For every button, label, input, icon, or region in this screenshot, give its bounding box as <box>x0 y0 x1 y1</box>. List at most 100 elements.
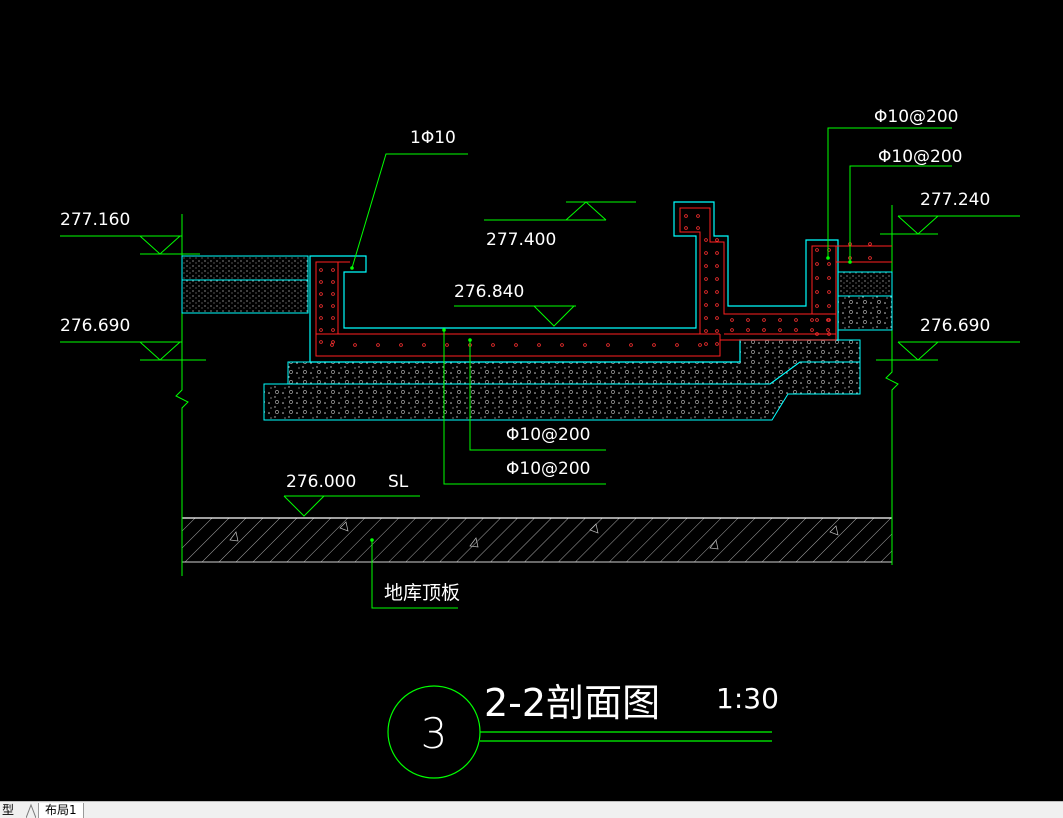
rebar-dot <box>704 303 708 307</box>
rebar-dot <box>560 343 564 347</box>
rebar-dot <box>652 343 656 347</box>
rebar-dot <box>815 262 819 266</box>
rebar-dot <box>827 276 831 280</box>
rebar-callout-top-left: 1Φ10 <box>410 128 456 148</box>
rebar-dot <box>319 268 323 272</box>
rebar-dot <box>715 238 719 242</box>
rebar-dot <box>868 256 872 260</box>
rebar-dot <box>376 343 380 347</box>
rebar-dot <box>684 214 688 218</box>
rebar-dot <box>704 277 708 281</box>
rebar-dot <box>826 328 830 332</box>
rebar-dot <box>815 332 819 336</box>
elevation-center-top: 277.400 <box>486 230 556 250</box>
elevation-base: 276.000 <box>286 472 356 492</box>
leader-dots <box>350 256 852 542</box>
rebar-dot <box>399 343 403 347</box>
rebar-dot <box>319 292 323 296</box>
left-paving <box>181 255 309 314</box>
elevation-markers <box>60 201 1020 517</box>
rebar-dot <box>537 343 541 347</box>
rebar-dot <box>778 328 782 332</box>
rebar-dot <box>704 251 708 255</box>
rebar-dot <box>331 292 335 296</box>
rebar-dot <box>704 264 708 268</box>
rebar-dot <box>715 264 719 268</box>
rebar-dot <box>606 343 610 347</box>
rebar-dots <box>319 214 872 347</box>
rebar-dot <box>704 238 708 242</box>
basement-roof-slab <box>181 517 893 563</box>
rebar-dot <box>715 316 719 320</box>
rebar-dot <box>827 332 831 336</box>
rebar-dot <box>815 248 819 252</box>
elevation-left-bottom: 276.690 <box>60 316 130 336</box>
tab-separator-icon <box>26 803 36 818</box>
rebar-dot <box>827 262 831 266</box>
rebar-callout-bottom-1: Φ10@200 <box>506 425 590 445</box>
rebar-dot <box>319 304 323 308</box>
rebar-dot <box>319 340 323 344</box>
rebar-dot <box>629 343 633 347</box>
rebar-dot <box>827 290 831 294</box>
rebar-dot <box>746 328 750 332</box>
rebar-dot <box>330 343 334 347</box>
rebar-dot <box>491 343 495 347</box>
rebar-dot <box>868 242 872 246</box>
rebar-dot <box>762 328 766 332</box>
rebar-callout-top-right-2: Φ10@200 <box>878 147 962 167</box>
rebar-dot <box>730 318 734 322</box>
rebar-dot <box>445 343 449 347</box>
rebar-dot <box>827 304 831 308</box>
title-number: 3 <box>421 709 448 758</box>
rebar-callout-bottom-2: Φ10@200 <box>506 459 590 479</box>
leader-lines <box>351 127 952 609</box>
tab-layout-1[interactable]: 布局1 <box>38 803 84 818</box>
layout-tab-bar: 型 布局1 <box>0 801 1063 818</box>
elevation-center-mid: 276.840 <box>454 282 524 302</box>
rebar-dot <box>698 343 702 347</box>
boundary-lines <box>175 205 899 576</box>
rebar-dot <box>704 316 708 320</box>
rebar-dot <box>730 328 734 332</box>
rebar-callout-top-right-1: Φ10@200 <box>874 107 958 127</box>
cad-drawing-canvas[interactable]: 277.160 276.690 277.400 276.840 277.240 … <box>0 0 1063 801</box>
rebar-dot <box>704 342 708 346</box>
rebar-dot <box>715 290 719 294</box>
title-name: 2-2剖面图 <box>484 681 660 725</box>
rebar-dot <box>331 304 335 308</box>
rebar-cage <box>315 207 892 357</box>
rebar-dot <box>794 318 798 322</box>
rebar-dot <box>815 318 819 322</box>
rebar-dot <box>815 290 819 294</box>
rebar-dot <box>762 318 766 322</box>
rebar-dot <box>331 316 335 320</box>
rebar-dot <box>827 318 831 322</box>
concrete-bedding <box>263 339 861 421</box>
rebar-dot <box>422 343 426 347</box>
rebar-dot <box>815 304 819 308</box>
rebar-dot <box>684 226 688 230</box>
rebar-dot <box>331 280 335 284</box>
tab-model[interactable]: 型 <box>2 803 15 817</box>
rebar-dot <box>810 318 814 322</box>
slab-label: 地库顶板 <box>384 582 460 604</box>
channel-concrete-outline <box>309 201 839 363</box>
rebar-dot <box>331 340 335 344</box>
rebar-dot <box>319 328 323 332</box>
rebar-dot <box>331 328 335 332</box>
title-block: 3 2-2剖面图 1:30 <box>387 681 779 779</box>
rebar-dot <box>815 276 819 280</box>
rebar-dot <box>715 342 719 346</box>
rebar-dot <box>704 290 708 294</box>
rebar-dot <box>704 329 708 333</box>
rebar-dot <box>746 318 750 322</box>
elevation-left-top: 277.160 <box>60 210 130 230</box>
rebar-dot <box>514 343 518 347</box>
elevation-base-suffix: SL <box>388 472 409 492</box>
rebar-dot <box>319 316 323 320</box>
rebar-dot <box>715 251 719 255</box>
rebar-dot <box>696 214 700 218</box>
rebar-dot <box>331 268 335 272</box>
rebar-dot <box>810 328 814 332</box>
